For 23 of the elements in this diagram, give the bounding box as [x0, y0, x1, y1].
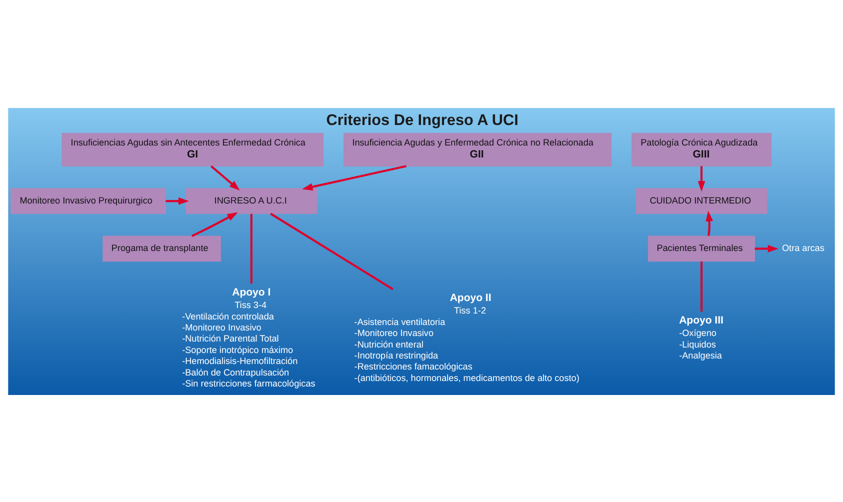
- node-text: Apoyo III -Oxígeno -Liquidos -Analgesia: [679, 314, 724, 360]
- node-box: Insuficiencia Agudas y Enfermedad Crónica no Relacionada GII: [343, 132, 612, 166]
- connector: [250, 213, 252, 284]
- connector: [270, 212, 394, 290]
- node-box: Pacientes Terminales: [648, 235, 756, 262]
- arrow: [698, 166, 706, 192]
- node-text: Apoyo II Tiss 1-2 -Asistencia ventilatoria -Monitoreo Invasivo -Nutrición enteral -Inotropía restringida -Restricciones famacológicas -(antibióticos, hormonales, medicamentos de alto costo): [354, 291, 580, 382]
- node-box: Progama de transplante: [102, 235, 221, 262]
- node-box: INGRESO A U.C.I: [186, 188, 318, 214]
- node-box: Patología Crónica Agudizada GIII: [632, 132, 772, 166]
- connector: [700, 260, 703, 312]
- node-text: Apoyo I Tiss 3-4 -Ventilación controlada -Monitoreo Invasivo -Nutrición Parental Total -Soporte inotrópico máximo -Hemodialisis-Hemofiltración -Balón de Contrapulsación -Sin restricciones farmacológicas: [182, 286, 316, 388]
- arrow: [706, 210, 713, 236]
- arrow: [192, 212, 238, 236]
- node-text: Otra arcas: [782, 242, 824, 253]
- arrow: [302, 164, 406, 190]
- node-box: Monitoreo Invasivo Prequirurgico: [10, 188, 166, 214]
- node-box: Insuficiencias Agudas sin Antecentes Enfermedad Crónica GI: [62, 132, 324, 166]
- arrow: [166, 196, 189, 204]
- node-box: CUIDADO INTERMEDIO: [636, 188, 768, 214]
- arrow: [754, 244, 778, 252]
- diagram-title: Criterios De Ingreso A UCI: [326, 112, 518, 129]
- arrow: [210, 164, 240, 190]
